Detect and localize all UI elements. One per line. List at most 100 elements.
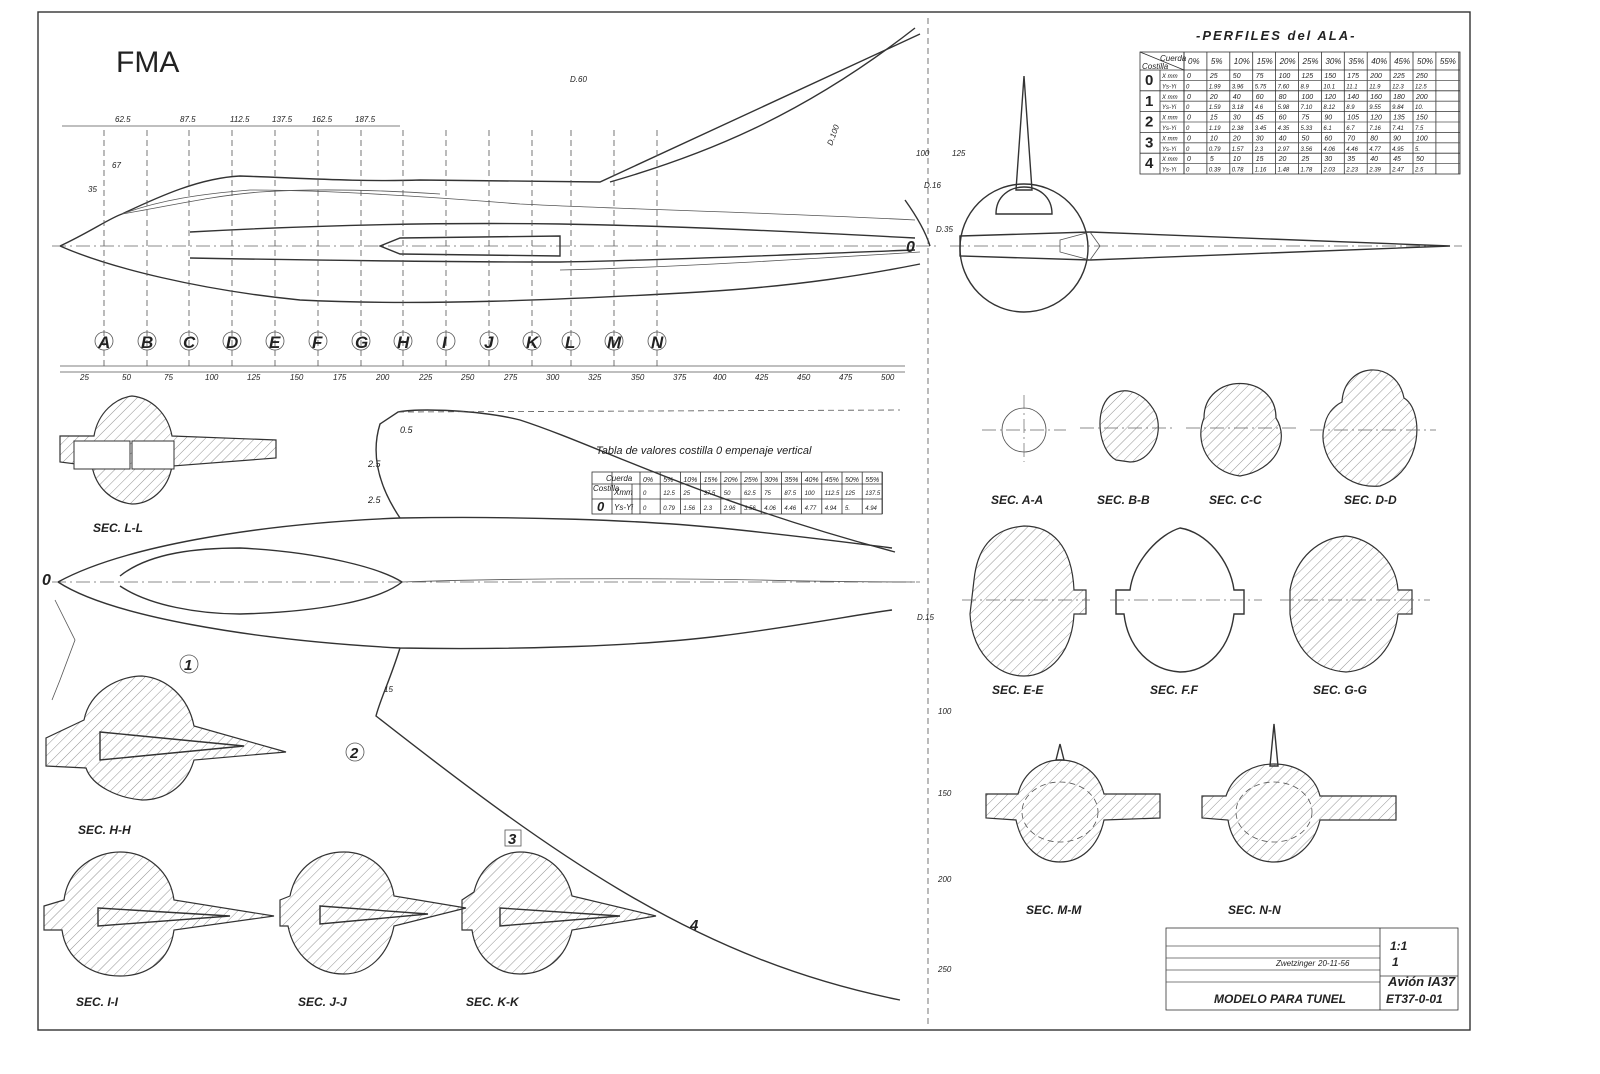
sheet-border (37, 11, 1471, 1031)
wing-profile-header: 10% (1234, 57, 1250, 66)
wing-profile-cell: 0 (1186, 126, 1190, 132)
station-letter-H: H (393, 331, 413, 352)
title-drawn: Zwetzinger (1275, 959, 1315, 968)
sections-left (43, 395, 657, 977)
front-fuselage-circle (959, 183, 1089, 313)
view-marker-3: 3 (508, 831, 517, 848)
station-letter-G: G (351, 331, 371, 352)
fin-table: Tabla de valores costilla 0 empenaje ver… (591, 445, 883, 515)
svg-text:62.5: 62.5 (115, 115, 131, 124)
wing-profile-cell: 30 (1233, 115, 1241, 122)
title-drawing-number: ET37-0-01 (1386, 992, 1443, 1006)
svg-text:M: M (607, 333, 622, 352)
station-letter-N: N (647, 331, 667, 352)
fin-table-corner-top: Cuerda (606, 474, 633, 483)
wing-profile-header: 15% (1257, 57, 1273, 66)
svg-text:67: 67 (112, 161, 121, 170)
side-view (51, 409, 920, 1001)
wing-profile-cell: 1.78 (1301, 168, 1313, 174)
wing-profile-cell: 0 (1187, 73, 1191, 80)
wing-profiles-table: -PERFILES del ALA- 0%5%10%15%20%25%30%35… (1139, 28, 1461, 175)
wing-profile-cell: 4.77 (1369, 147, 1381, 153)
svg-text:450: 450 (797, 373, 811, 382)
wing-profile-cell: 0.79 (1209, 147, 1221, 153)
wing-profiles-corner-top: Cuerda (1160, 54, 1187, 63)
wing-profile-cell: 3.96 (1232, 84, 1244, 90)
wing-profile-header: 20% (1279, 57, 1296, 66)
wing-profile-cell: 100 (1279, 73, 1291, 80)
wing-profile-row-label: X mm (1161, 116, 1178, 122)
sec-gg-shape (1289, 535, 1413, 673)
station-letter-J: J (479, 331, 499, 352)
wing-profile-cell: 100 (1416, 135, 1428, 142)
wing-profile-header: 0% (1188, 57, 1200, 66)
svg-text:425: 425 (755, 373, 769, 382)
station-lines (103, 130, 658, 370)
wing-profile-cell: 50 (1233, 73, 1241, 80)
wing-profile-cell: 3.18 (1232, 105, 1244, 111)
svg-text:125: 125 (247, 373, 261, 382)
wing-profile-row-label: X mm (1161, 74, 1178, 80)
wing-profile-cell: 4.95 (1392, 147, 1404, 153)
wing-profile-cell: 7.60 (1278, 84, 1290, 90)
wing-profile-row-label: X mm (1161, 95, 1178, 101)
stations-bottom: 25 50 75 100 125 150 175 200 225 250 275… (79, 373, 895, 382)
svg-text:400: 400 (713, 373, 727, 382)
svg-text:2.5: 2.5 (367, 459, 382, 469)
svg-text:162.5: 162.5 (312, 115, 333, 124)
wing-profile-cell: 40 (1233, 94, 1241, 101)
svg-text:50: 50 (122, 373, 131, 382)
front-view (950, 75, 1462, 313)
svg-text:0.5: 0.5 (400, 425, 414, 435)
title-scale-top: 1:1 (1390, 939, 1408, 953)
side-wing-root (375, 647, 901, 1001)
sec-cc-shape (1200, 383, 1282, 477)
wing-profile-cell: 75 (1302, 115, 1310, 122)
wing-profile-cell: 10.1 (1323, 84, 1335, 90)
wing-profile-row-label: Ys-Yi (1162, 105, 1177, 111)
fin-table-cell: 112.5 (825, 491, 840, 497)
fin-table-cell: 2.96 (723, 506, 736, 512)
svg-text:375: 375 (673, 373, 687, 382)
side-fin (375, 409, 896, 553)
fin-table-y-label: Ys-Yi (614, 503, 633, 512)
sec-label-kk: SEC. K-K (466, 995, 520, 1009)
wing-profile-cell: 45 (1393, 156, 1401, 163)
wing-profile-cell: 50 (1302, 135, 1310, 142)
fin-table-cell: 4.77 (805, 506, 817, 512)
svg-text:500: 500 (881, 373, 895, 382)
svg-text:B: B (141, 333, 153, 352)
view-markers: 0 0 1 2 3 4 (42, 239, 915, 934)
wing-profile-cell: 60 (1256, 94, 1264, 101)
wing-profile-header: 25% (1302, 57, 1319, 66)
wing-profile-cell: 9.84 (1392, 105, 1404, 111)
svg-text:475: 475 (839, 373, 853, 382)
fin-table-cell: 37.5 (704, 491, 716, 497)
wing-profile-cell: 25 (1209, 73, 1218, 80)
wing-profile-cell: 15 (1256, 156, 1264, 163)
svg-text:F: F (312, 333, 323, 352)
wing-profile-cell: 0 (1187, 115, 1191, 122)
fin-table-header: 35% (784, 477, 798, 484)
wing-profile-row-label: Ys-Yi (1162, 147, 1177, 153)
wing-profile-cell: 160 (1370, 94, 1382, 101)
wing-profile-header: 55% (1440, 57, 1456, 66)
fin-table-cell: 75 (764, 491, 771, 497)
side-fuselage-lower (57, 581, 893, 650)
sec-label-hh: SEC. H-H (78, 823, 131, 837)
wing-profile-cell: 20 (1278, 156, 1287, 163)
fin-table-cell: 87.5 (784, 491, 796, 497)
station-letter-B: B (137, 331, 157, 352)
wing-profile-cell: 12.5 (1415, 84, 1427, 90)
wing-profile-cell: 0 (1187, 94, 1191, 101)
svg-text:35: 35 (88, 185, 97, 194)
title-aircraft: Avión IA37 (1387, 974, 1456, 989)
svg-text:100: 100 (938, 707, 952, 716)
fin-table-header: 0% (643, 477, 653, 484)
duct-upper (189, 222, 916, 239)
fin-table-header: 20% (723, 477, 738, 484)
svg-text:325: 325 (588, 373, 602, 382)
sec-label-jj: SEC. J-J (298, 995, 347, 1009)
fin-table-cell: 2.3 (703, 506, 713, 512)
view-marker-1: 1 (184, 657, 192, 674)
